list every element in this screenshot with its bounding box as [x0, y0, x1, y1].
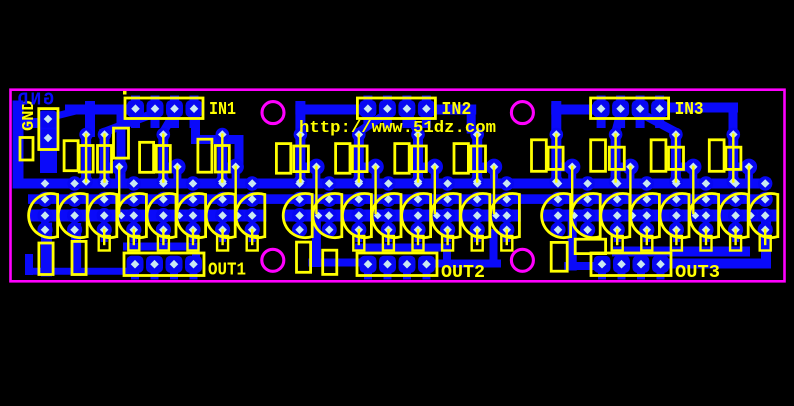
svg-text:GND: GND — [16, 91, 54, 111]
svg-text:OUT1: OUT1 — [208, 261, 246, 281]
svg-text:IN3: IN3 — [675, 100, 704, 120]
svg-text:IN2: IN2 — [441, 100, 471, 120]
svg-text:OUT2: OUT2 — [441, 263, 485, 283]
svg-text:IN1: IN1 — [209, 100, 236, 120]
svg-text:OUT3: OUT3 — [675, 263, 720, 283]
svg-text:GND: GND — [20, 100, 39, 131]
svg-text:http://www.51dz.com: http://www.51dz.com — [299, 119, 496, 138]
